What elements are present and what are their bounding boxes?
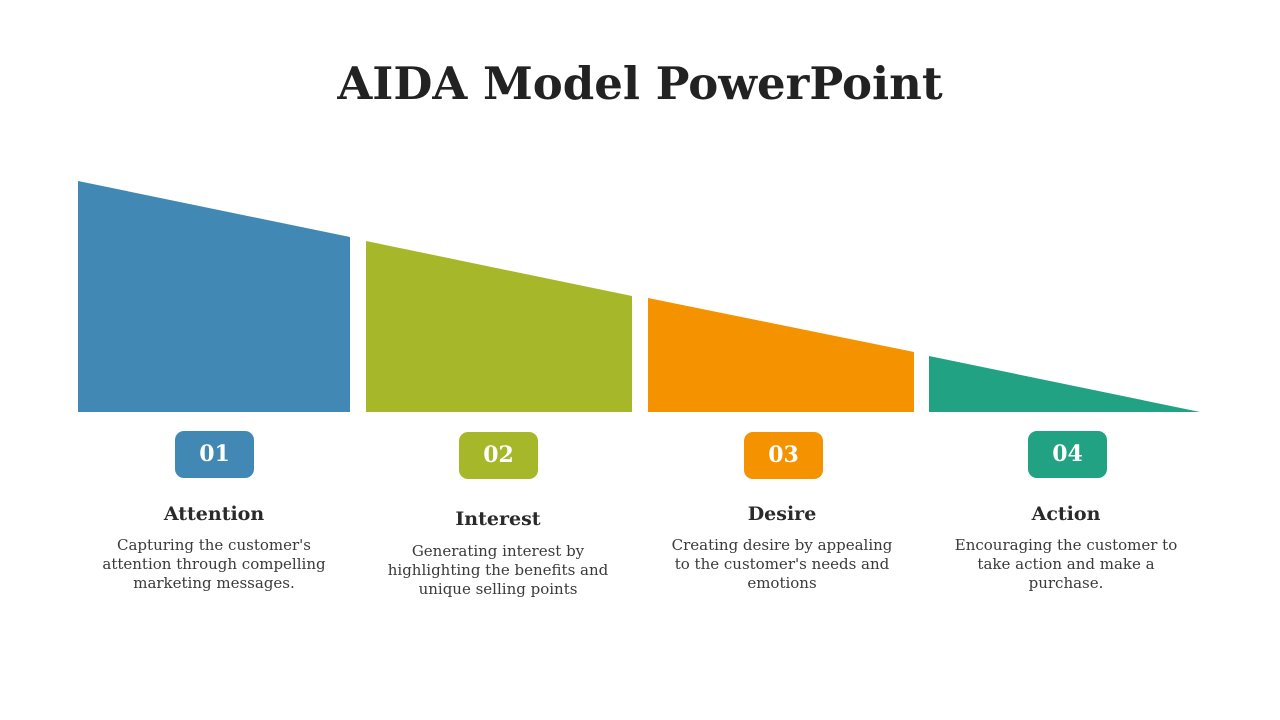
stage-number: 02 (483, 442, 514, 468)
stage-title: Desire (747, 503, 817, 525)
stage-number-badge: 03 (744, 432, 823, 479)
stage-title: Interest (455, 508, 541, 530)
interest-wedge-segment (366, 241, 632, 412)
stage-number-badge: 01 (175, 431, 254, 478)
stage-description: Creating desire by appealing to the cust… (671, 536, 893, 592)
slide-title: AIDA Model PowerPoint (337, 57, 943, 110)
action-wedge-segment (929, 356, 1200, 412)
stage-description: Encouraging the customer to take action … (954, 536, 1178, 592)
stage-number: 04 (1052, 441, 1083, 467)
stage-number-badge: 02 (459, 432, 538, 479)
attention-wedge-segment (78, 181, 350, 412)
stage-description: Capturing the customer's attention throu… (102, 536, 326, 592)
stage-description: Generating interest by highlighting the … (387, 542, 609, 598)
stage-number-badge: 04 (1028, 431, 1107, 478)
stage-number: 01 (199, 441, 230, 467)
stage-title: Attention (163, 503, 265, 525)
desire-wedge-segment (648, 298, 914, 412)
stage-title: Action (1031, 503, 1101, 525)
stage-number: 03 (768, 442, 799, 468)
